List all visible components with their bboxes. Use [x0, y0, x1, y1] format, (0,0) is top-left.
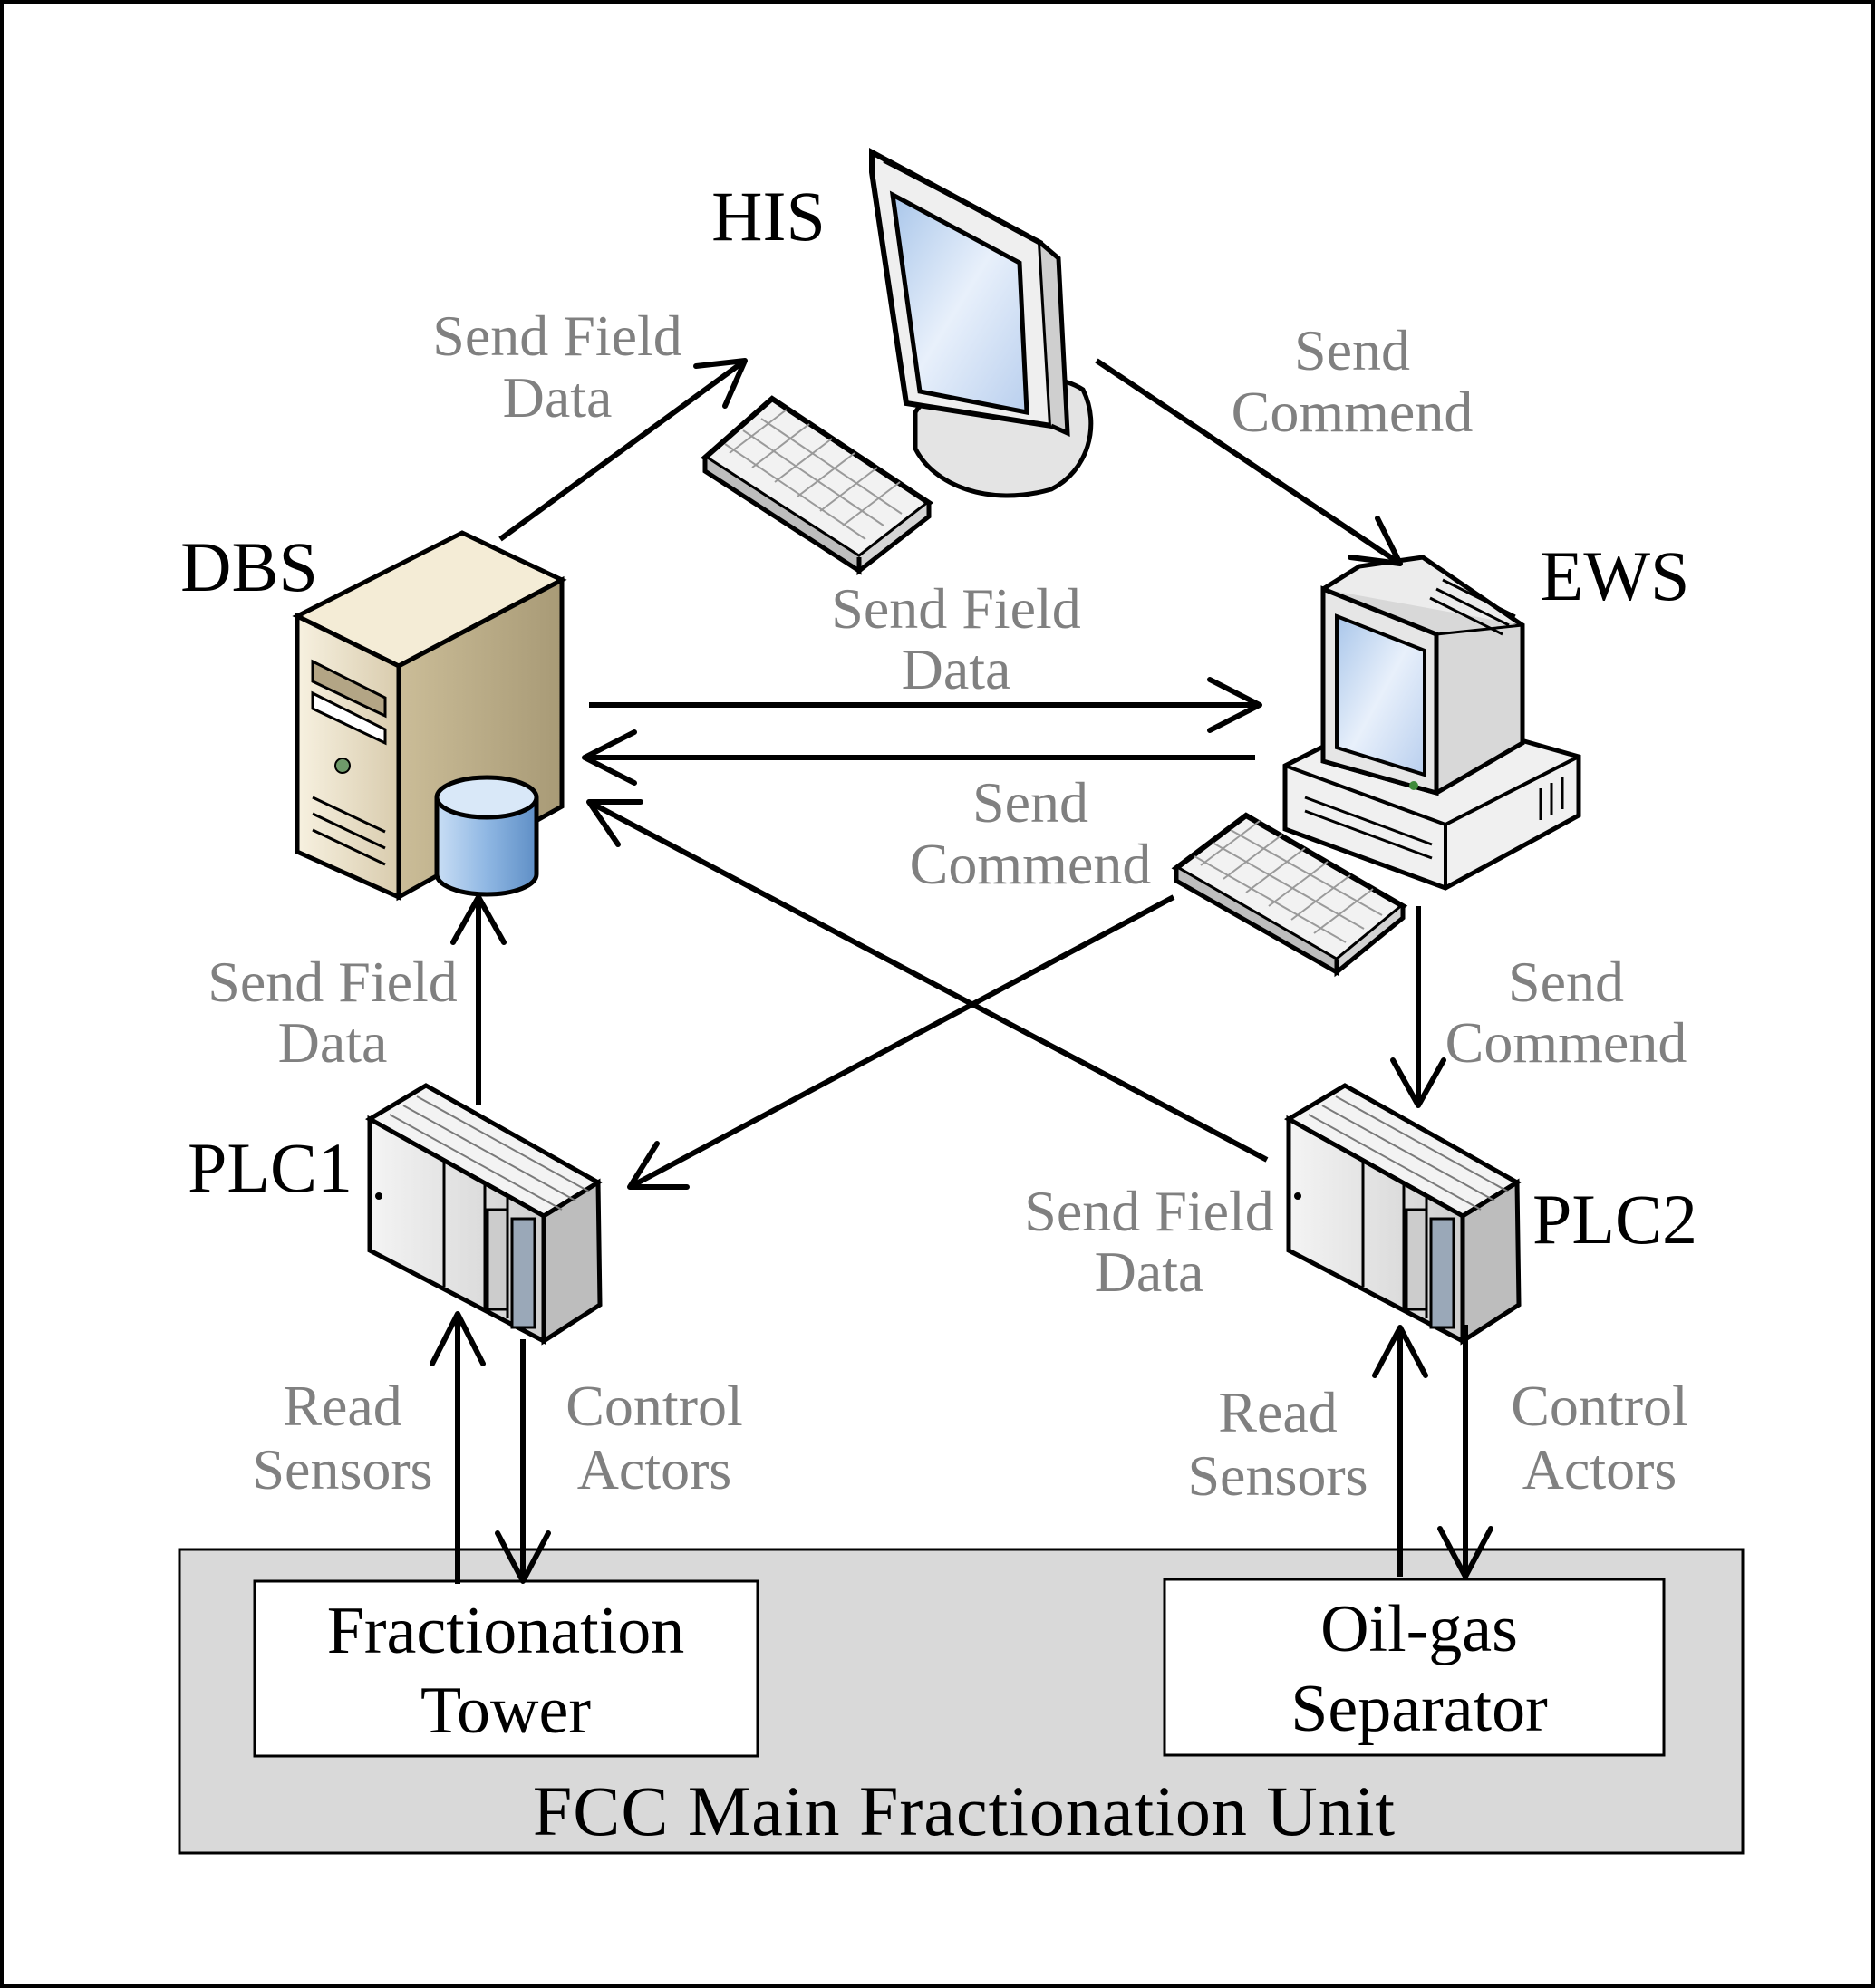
ews-computer-icon	[1282, 555, 1581, 891]
arrow-dbs-to-his	[498, 358, 748, 542]
arrow-plc2-to-dbs	[586, 799, 1269, 1163]
edge-label-dbs-to-his: Send Field Data	[432, 304, 682, 429]
arrow-plc2-read-sensors	[1372, 1325, 1428, 1577]
edge-label-line: Data	[503, 365, 613, 429]
ews-keyboard-icon	[1171, 812, 1408, 978]
edge-label-line: Send	[972, 770, 1088, 835]
edge-label-line: Control	[1511, 1374, 1688, 1438]
arrow-plc2-control-actors	[1437, 1325, 1493, 1579]
oil-gas-separator-label-line2: Separator	[1290, 1672, 1548, 1746]
edge-label-plc1-control-actors: Control Actors	[565, 1374, 743, 1501]
arrow-dbs-to-ews	[589, 677, 1262, 733]
his-keyboard-icon	[701, 395, 934, 576]
edge-label-line: Commend	[1445, 1010, 1687, 1075]
fractionation-tower-label-line2: Tower	[420, 1674, 591, 1748]
edge-label-line: Actors	[1522, 1437, 1677, 1501]
arrow-ews-to-plc1	[627, 894, 1175, 1190]
arrow-his-to-ews	[1095, 358, 1403, 566]
arrow-ews-to-dbs	[582, 729, 1255, 786]
oil-gas-separator-box: Oil-gas Separator	[1163, 1578, 1666, 1757]
edge-label-line: Send	[1508, 950, 1624, 1014]
arrow-plc1-read-sensors	[430, 1311, 486, 1584]
fcc-unit-label: FCC Main Fractionation Unit	[533, 1771, 1396, 1850]
edge-label-dbs-to-ews: Send Field Data	[831, 576, 1081, 701]
edge-label-plc2-read-sensors: Read Sensors	[1187, 1380, 1368, 1508]
arrow-plc1-to-dbs	[450, 894, 507, 1105]
fractionation-tower-label-line1: Fractionation	[327, 1594, 685, 1668]
edge-label-line: Control	[565, 1374, 743, 1438]
fractionation-tower-box: Fractionation Tower	[253, 1579, 759, 1758]
edge-label-line: Sensors	[252, 1437, 432, 1501]
edge-label-plc1-read-sensors: Read Sensors	[252, 1374, 432, 1501]
edge-label-line: Data	[1095, 1240, 1204, 1304]
edge-label-line: Send Field	[831, 576, 1081, 641]
oil-gas-separator-label-line1: Oil-gas	[1320, 1592, 1518, 1666]
edge-label-line: Send Field	[208, 950, 458, 1014]
edge-label-line: Data	[902, 637, 1011, 701]
edge-label-line: Actors	[577, 1437, 732, 1501]
edge-label-line: Sensors	[1187, 1443, 1368, 1508]
dbs-label: DBS	[180, 527, 318, 606]
his-monitor-icon	[869, 147, 1094, 498]
edge-label-line: Read	[1218, 1380, 1338, 1444]
edge-label-ews-to-plc2: Send Commend	[1445, 950, 1687, 1075]
edge-label-his-to-ews: Send Commend	[1232, 318, 1474, 444]
plc2-icon	[1283, 1083, 1522, 1346]
edge-label-plc2-control-actors: Control Actors	[1511, 1374, 1688, 1501]
plc2-label: PLC2	[1532, 1180, 1697, 1259]
edge-label-line: Commend	[910, 832, 1152, 896]
edge-label-line: Send Field	[1024, 1179, 1274, 1243]
edge-label-line: Commend	[1232, 380, 1474, 444]
ews-label: EWS	[1541, 536, 1690, 615]
plc1-label: PLC1	[188, 1128, 353, 1207]
arrow-plc1-control-actors	[495, 1339, 551, 1584]
edge-label-line: Send Field	[432, 304, 682, 368]
edge-label-ews-to-dbs: Send Commend	[910, 770, 1152, 896]
edge-label-line: Read	[283, 1374, 402, 1438]
arrow-ews-to-plc2	[1390, 906, 1446, 1108]
plc1-icon	[364, 1083, 603, 1346]
edge-label-line: Data	[278, 1010, 388, 1075]
edge-label-plc1-to-dbs: Send Field Data	[208, 950, 458, 1075]
database-icon	[434, 775, 539, 897]
edge-label-plc2-to-dbs: Send Field Data	[1024, 1179, 1274, 1304]
his-label: HIS	[711, 177, 826, 256]
edge-label-line: Send	[1294, 318, 1410, 382]
